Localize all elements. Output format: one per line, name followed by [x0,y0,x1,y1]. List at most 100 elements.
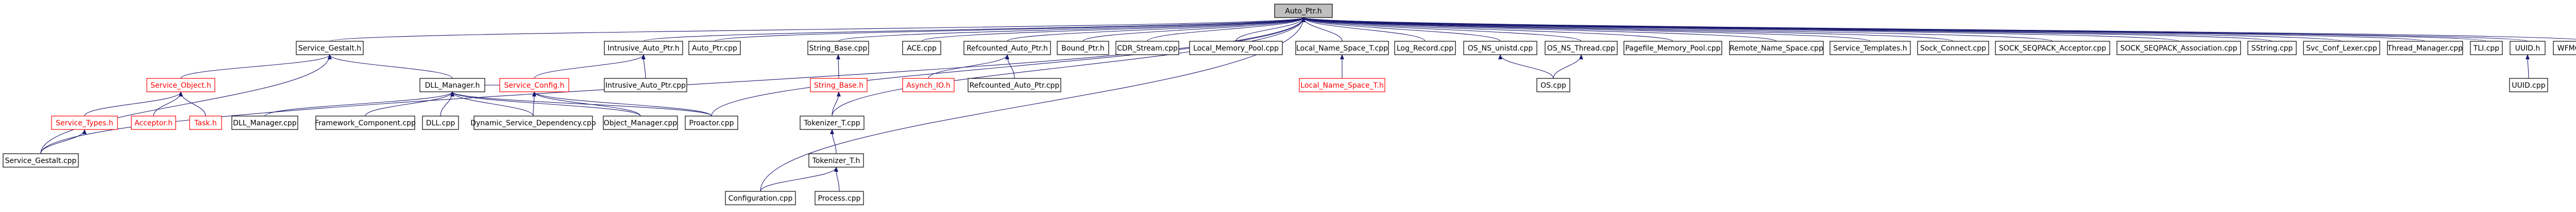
node-log_record_cpp[interactable]: Log_Record.cpp [1394,41,1456,55]
node-service_types_h[interactable]: Service_Types.h [51,116,118,130]
node-box[interactable] [815,191,864,205]
node-box[interactable] [422,116,459,130]
node-refcounted_auto_ptr_h[interactable]: Refcounted_Auto_Ptr.h [963,41,1051,55]
node-pagefile_memory_pool_cpp[interactable]: Pagefile_Memory_Pool.cpp [1623,41,1722,55]
node-box[interactable] [1115,41,1179,55]
node-service_gestalt_h[interactable]: Service_Gestalt.h [296,41,364,55]
node-box[interactable] [725,191,796,205]
node-box[interactable] [603,116,678,130]
node-box[interactable] [968,78,1061,92]
node-box[interactable] [604,78,687,92]
node-tokenizer_t_cpp[interactable]: Tokenizer_T.cpp [800,116,865,130]
node-box[interactable] [1729,41,1824,55]
node-box[interactable] [296,41,364,55]
node-box[interactable] [3,153,79,168]
node-box[interactable] [1394,41,1456,55]
node-local_memory_pool_cpp[interactable]: Local_Memory_Pool.cpp [1189,41,1283,55]
node-box[interactable] [419,78,485,92]
node-service_config_h[interactable]: Service_Config.h [499,78,569,92]
node-dll_manager_cpp[interactable]: DLL_Manager.cpp [231,116,298,130]
node-box[interactable] [808,153,864,168]
node-box[interactable] [810,78,868,92]
node-box[interactable] [1057,41,1109,55]
node-sock_seqpack_acceptor_cpp[interactable]: SOCK_SEQPACK_Acceptor.cpp [1995,41,2110,55]
node-configuration_cpp[interactable]: Configuration.cpp [725,191,796,205]
node-box[interactable] [1299,78,1385,92]
node-box[interactable] [2116,41,2241,55]
node-tli_cpp[interactable]: TLI.cpp [2470,41,2503,55]
node-box[interactable] [1463,41,1537,55]
node-box[interactable] [315,116,415,130]
node-asynch_io_h[interactable]: Asynch_IO.h [902,78,955,92]
node-local_name_space_t_h[interactable]: Local_Name_Space_T.h [1299,78,1385,92]
node-auto_ptr_h[interactable]: Auto_Ptr.h [1274,4,1333,18]
node-box[interactable] [1829,41,1911,55]
node-object_manager_cpp[interactable]: Object_Manager.cpp [603,116,678,130]
node-box[interactable] [1545,41,1618,55]
node-box[interactable] [146,78,215,92]
node-sock_connect_cpp[interactable]: Sock_Connect.cpp [1917,41,1989,55]
node-os_cpp[interactable]: OS.cpp [1536,78,1570,92]
node-box[interactable] [902,41,941,55]
node-box[interactable] [2509,78,2548,92]
node-service_object_h[interactable]: Service_Object.h [146,78,215,92]
node-proactor_cpp[interactable]: Proactor.cpp [685,116,738,130]
node-thread_manager_cpp[interactable]: Thread_Manager.cpp [2387,41,2463,55]
node-dll_manager_h[interactable]: DLL_Manager.h [419,78,485,92]
node-box[interactable] [1295,41,1389,55]
node-cdr_stream_cpp[interactable]: CDR_Stream.cpp [1115,41,1179,55]
node-string_base_cpp[interactable]: String_Base.cpp [807,41,869,55]
node-task_h[interactable]: Task.h [189,116,222,130]
node-service_templates_h[interactable]: Service_Templates.h [1829,41,1911,55]
node-box[interactable] [902,78,955,92]
node-box[interactable] [473,116,593,130]
node-box[interactable] [189,116,222,130]
node-bound_ptr_h[interactable]: Bound_Ptr.h [1057,41,1109,55]
node-string_base_h[interactable]: String_Base.h [810,78,868,92]
node-os_ns_unistd_cpp[interactable]: OS_NS_unistd.cpp [1463,41,1537,55]
node-box[interactable] [807,41,869,55]
node-box[interactable] [963,41,1051,55]
node-uuid_cpp[interactable]: UUID.cpp [2509,78,2548,92]
node-auto_ptr_cpp[interactable]: Auto_Ptr.cpp [688,41,741,55]
node-intrusive_auto_ptr_h[interactable]: Intrusive_Auto_Ptr.h [604,41,683,55]
node-box[interactable] [1189,41,1283,55]
node-box[interactable] [604,41,683,55]
node-refcounted_auto_ptr_cpp[interactable]: Refcounted_Auto_Ptr.cpp [968,78,1061,92]
node-box[interactable] [1623,41,1722,55]
node-box[interactable] [2510,41,2546,55]
node-box[interactable] [1274,4,1333,18]
node-box[interactable] [2247,41,2297,55]
node-intrusive_auto_ptr_cpp[interactable]: Intrusive_Auto_Ptr.cpp [604,78,687,92]
node-svc_conf_lexer_cpp[interactable]: Svc_Conf_Lexer.cpp [2303,41,2380,55]
node-box[interactable] [2387,41,2463,55]
node-process_cpp[interactable]: Process.cpp [815,191,864,205]
node-wfmo_reactor_cpp[interactable]: WFMO_Reactor.cpp [2553,41,2576,55]
node-box[interactable] [1917,41,1989,55]
node-dynamic_service_dependency_cpp[interactable]: Dynamic_Service_Dependency.cpp [470,116,596,130]
node-local_name_space_t_cpp[interactable]: Local_Name_Space_T.cpp [1295,41,1389,55]
node-box[interactable] [1536,78,1570,92]
node-box[interactable] [2470,41,2503,55]
node-sock_seqpack_association_cpp[interactable]: SOCK_SEQPACK_Association.cpp [2116,41,2241,55]
node-box[interactable] [131,116,176,130]
node-os_ns_thread_cpp[interactable]: OS_NS_Thread.cpp [1545,41,1618,55]
node-box[interactable] [800,116,865,130]
node-box[interactable] [1995,41,2110,55]
node-sstring_cpp[interactable]: SString.cpp [2247,41,2297,55]
node-box[interactable] [688,41,741,55]
node-box[interactable] [231,116,298,130]
node-dll_cpp[interactable]: DLL.cpp [422,116,459,130]
node-framework_component_cpp[interactable]: Framework_Component.cpp [315,116,416,130]
node-box[interactable] [51,116,118,130]
node-box[interactable] [2303,41,2380,55]
node-uuid_h[interactable]: UUID.h [2510,41,2546,55]
node-service_gestalt_cpp[interactable]: Service_Gestalt.cpp [3,153,79,168]
node-remote_name_space_cpp[interactable]: Remote_Name_Space.cpp [1729,41,1824,55]
node-box[interactable] [685,116,738,130]
node-tokenizer_t_h[interactable]: Tokenizer_T.h [808,153,864,168]
node-acceptor_h[interactable]: Acceptor.h [131,116,176,130]
node-acl_cpp[interactable]: ACE.cpp [902,41,941,55]
node-box[interactable] [2553,41,2576,55]
node-box[interactable] [499,78,569,92]
